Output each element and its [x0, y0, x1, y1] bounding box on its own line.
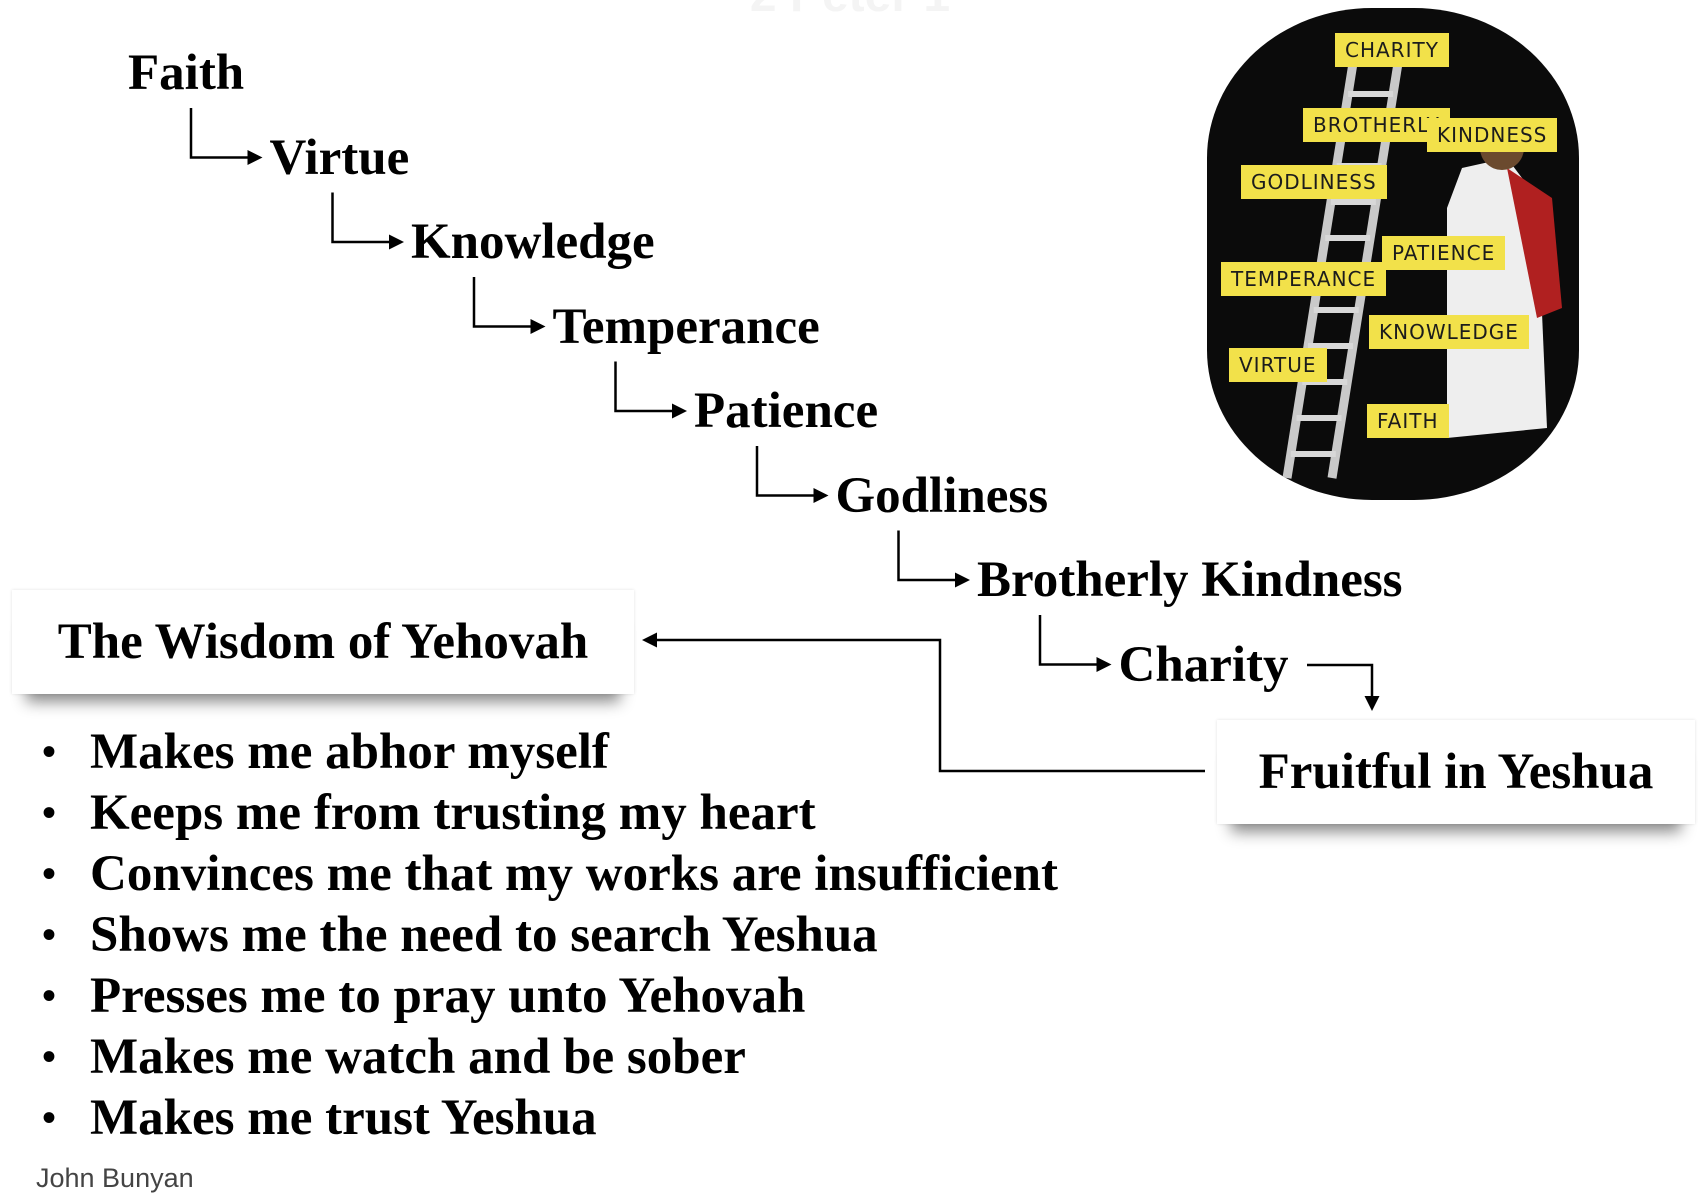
step-arrow: [1038, 615, 1112, 672]
ladder-step-brotherly-kindness: Brotherly Kindness: [977, 552, 1403, 608]
ladder-step-virtue: Virtue: [269, 129, 410, 186]
plaque-temperance: TEMPERANCE: [1221, 262, 1387, 296]
ladder-step-godliness: Godliness: [835, 467, 1049, 524]
figure-sash-shape: [1507, 168, 1562, 318]
ladder-step-charity: Charity: [1118, 636, 1289, 693]
plaque-kindness: KINDNESS: [1427, 118, 1558, 152]
plaque-knowledge: KNOWLEDGE: [1369, 315, 1529, 349]
wisdom-point: Keeps me from trusting my heart: [40, 783, 1058, 844]
wisdom-point: Presses me to pray unto Yehovah: [40, 966, 1058, 1027]
slide-reference-title: 2 Peter 1: [650, 0, 1050, 23]
wisdom-point: Makes me watch and be sober: [40, 1027, 1058, 1088]
ladder-step-faith: Faith: [128, 45, 245, 101]
wisdom-point: Shows me the need to search Yeshua: [40, 905, 1058, 966]
fruitful-to-wisdom-arrow: [642, 632, 1205, 773]
plaque-patience: PATIENCE: [1382, 236, 1506, 270]
fruitful-box: Fruitful in Yeshua: [1217, 720, 1695, 824]
plaque-brotherly: BROTHERLY: [1303, 108, 1450, 142]
wisdom-title-box: The Wisdom of Yehovah: [12, 590, 634, 694]
step-arrow: [472, 277, 546, 334]
step-arrow: [755, 446, 829, 503]
author-credit: John Bunyan: [36, 1163, 194, 1193]
wisdom-title: The Wisdom of Yehovah: [57, 613, 589, 670]
plaque-godliness: GODLINESS: [1241, 165, 1387, 199]
wisdom-point: Makes me abhor myself: [40, 722, 1058, 783]
plaque-faith: FAITH: [1367, 404, 1449, 438]
wisdom-point: Makes me trust Yeshua: [40, 1088, 1058, 1149]
wisdom-point: Convinces me that my works are insuffici…: [40, 844, 1058, 905]
step-arrow: [331, 192, 404, 250]
ladder-step-temperance: Temperance: [552, 298, 820, 355]
plaque-charity: CHARITY: [1335, 33, 1449, 67]
wisdom-points-list: Makes me abhor myselfKeeps me from trust…: [40, 722, 1058, 1149]
plaque-virtue: VIRTUE: [1229, 348, 1327, 382]
step-arrow: [614, 361, 687, 419]
step-arrow: [897, 530, 970, 588]
charity-to-fruitful-arrow: [1307, 663, 1380, 711]
step-arrow: [189, 108, 263, 165]
ladder-step-knowledge: Knowledge: [411, 214, 655, 270]
ladder-illustration: CHARITY BROTHERLY KINDNESS GODLINESS PAT…: [1207, 8, 1579, 500]
fruitful-label: Fruitful in Yeshua: [1258, 743, 1654, 800]
ladder-step-patience: Patience: [694, 383, 879, 439]
